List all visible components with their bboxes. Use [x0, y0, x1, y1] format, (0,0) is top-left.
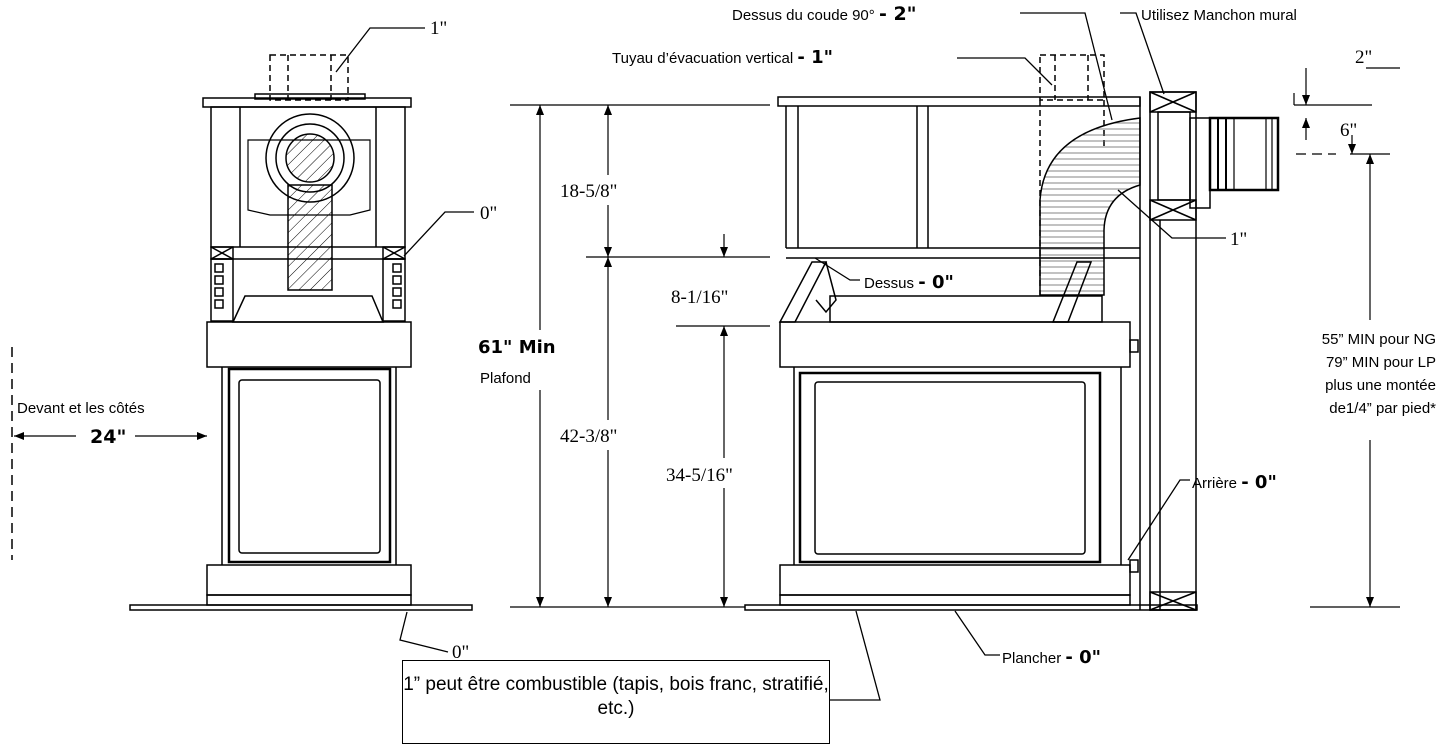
vent-terminal [1189, 117, 1211, 209]
side-bottom-trim [779, 564, 1131, 596]
front-glass-door [227, 367, 392, 564]
dim-top-gap: 8-1/16" [671, 287, 728, 308]
front-vent-pipe-dashed [269, 54, 349, 101]
front-view-leaders [14, 27, 474, 653]
front-sides-value: 24" [90, 426, 126, 448]
front-view [129, 54, 473, 611]
top-clearance-label: Dessus - 0" [864, 272, 954, 293]
side-view [744, 54, 1280, 611]
side-elbow-90 [1039, 117, 1141, 296]
front-sides-label: Devant et les côtés [17, 400, 145, 417]
svg-text:79” MIN pour LP: 79” MIN pour LP [1326, 354, 1436, 371]
terminal-offset: 6" [1340, 120, 1357, 141]
side-glass-door [798, 371, 1102, 564]
elbow-side-clearance: 1" [1230, 229, 1247, 250]
ceiling-label: Plafond [480, 370, 531, 387]
floor-clearance-label: Plancher - 0" [1002, 647, 1101, 668]
vertical-pipe-label: Tuyau d’évacuation vertical - 1" [612, 47, 833, 68]
ceiling-min-value: 61" Min [478, 337, 556, 358]
wall-sleeve-gap: 2" [1355, 47, 1372, 68]
dim-upper: 18-5/8" [560, 181, 617, 202]
dim-unit-height: 34-5/16" [666, 465, 733, 486]
front-floor-clearance: 0" [452, 642, 469, 663]
side-top-plate [777, 96, 1141, 107]
side-upper-trim [779, 321, 1131, 368]
dimension-arrows [536, 105, 728, 607]
vent-height-note: 55” MIN pour NG 79” MIN pour LP plus une… [1322, 331, 1436, 417]
side-vent-pipe-dashed [1039, 54, 1105, 101]
terminal-dimension-arrows [1302, 95, 1374, 607]
svg-text:plus une montée: plus une montée [1325, 377, 1436, 394]
front-top-clearance: 1" [430, 18, 447, 39]
elbow-top-label: Dessus du coude 90° - 2" [732, 3, 917, 25]
svg-text:de1/4” par pied*: de1/4” par pied* [1329, 400, 1436, 417]
front-upper-trim [206, 321, 412, 368]
side-view-leaders [814, 12, 1226, 701]
front-hearth-plate [129, 604, 473, 611]
dim-lower: 42-3/8" [560, 426, 617, 447]
wall-sleeve-label: Utilisez Manchon mural [1141, 7, 1297, 24]
front-side-clearance: 0" [480, 203, 497, 224]
side-wall [1149, 91, 1197, 611]
back-clearance-label: Arrière - 0" [1192, 472, 1277, 493]
svg-text:55” MIN pour NG: 55” MIN pour NG [1322, 331, 1436, 348]
side-floor-plate [744, 604, 1198, 611]
combustible-note: 1” peut être combustible (tapis, bois fr… [402, 660, 830, 744]
front-bottom-trim [206, 564, 412, 596]
front-inner-pipe [287, 184, 333, 291]
